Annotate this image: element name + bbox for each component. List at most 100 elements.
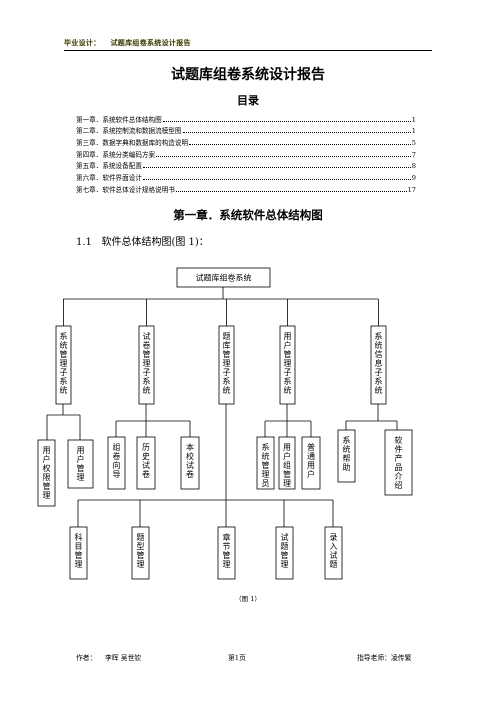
toc-entry-title: 第六章．软件界面设计 xyxy=(76,174,142,183)
svg-text:户: 户 xyxy=(284,340,292,350)
svg-text:用: 用 xyxy=(43,446,51,455)
svg-text:品: 品 xyxy=(395,463,403,472)
svg-text:科: 科 xyxy=(75,532,83,542)
svg-text:系: 系 xyxy=(375,331,383,341)
svg-text:向: 向 xyxy=(113,460,121,470)
header-title: 试题库组卷系统设计报告 xyxy=(110,38,191,47)
svg-text:产: 产 xyxy=(395,453,403,463)
svg-text:子: 子 xyxy=(284,368,292,377)
toc-heading: 目录 xyxy=(237,94,259,107)
svg-text:理: 理 xyxy=(137,560,145,569)
svg-text:子: 子 xyxy=(143,368,151,377)
document-title: 试题库组卷系统设计报告 xyxy=(171,67,325,83)
svg-text:管: 管 xyxy=(143,349,151,359)
svg-text:题: 题 xyxy=(330,560,338,569)
svg-text:通: 通 xyxy=(307,451,315,461)
toc-leader-dots xyxy=(142,167,411,169)
chapter-heading: 第一章．系统软件总体结构图 xyxy=(173,208,323,222)
svg-text:统: 统 xyxy=(60,340,68,350)
svg-text:历: 历 xyxy=(142,443,150,452)
svg-text:用: 用 xyxy=(77,446,85,455)
svg-text:理: 理 xyxy=(223,359,231,368)
svg-text:题: 题 xyxy=(281,542,289,551)
svg-text:统: 统 xyxy=(262,451,270,461)
svg-text:统: 统 xyxy=(343,444,351,454)
toc-entry-page: 1 xyxy=(411,115,416,124)
header-label: 毕业设计： xyxy=(64,38,101,47)
svg-text:系: 系 xyxy=(375,376,383,386)
figure-caption: （图 1） xyxy=(235,595,261,603)
svg-text:节: 节 xyxy=(223,542,231,551)
toc-leader-dots xyxy=(189,144,411,146)
svg-text:系: 系 xyxy=(143,376,151,386)
svg-text:管: 管 xyxy=(60,349,68,359)
toc-entry-title: 第七章．软件总体设计规格说明书 xyxy=(76,185,175,194)
svg-text:系: 系 xyxy=(60,331,68,341)
svg-text:管: 管 xyxy=(137,550,145,560)
svg-text:理: 理 xyxy=(77,473,85,482)
svg-text:用: 用 xyxy=(283,443,291,452)
svg-text:户: 户 xyxy=(283,451,291,461)
svg-text:理: 理 xyxy=(43,491,51,500)
svg-text:绍: 绍 xyxy=(395,480,403,490)
svg-text:用: 用 xyxy=(284,332,292,341)
svg-text:组: 组 xyxy=(113,442,121,452)
svg-text:题: 题 xyxy=(137,533,145,542)
svg-text:卷: 卷 xyxy=(113,451,121,461)
section-text: 软件总体结构图(图 1)： xyxy=(101,237,209,248)
svg-text:统: 统 xyxy=(375,385,383,395)
svg-text:普: 普 xyxy=(307,442,315,452)
svg-text:件: 件 xyxy=(395,444,403,454)
svg-text:本: 本 xyxy=(186,442,194,452)
svg-text:管: 管 xyxy=(223,349,231,359)
svg-text:试: 试 xyxy=(142,460,150,470)
svg-text:员: 员 xyxy=(262,479,270,488)
svg-text:统: 统 xyxy=(143,385,151,395)
svg-text:管: 管 xyxy=(262,460,270,470)
toc-leader-dots xyxy=(156,155,411,157)
toc-entry-page: 7 xyxy=(411,150,416,159)
svg-text:管: 管 xyxy=(281,550,289,560)
svg-text:统: 统 xyxy=(284,385,292,395)
svg-text:录: 录 xyxy=(330,533,338,542)
svg-text:系: 系 xyxy=(60,376,68,386)
svg-text:卷: 卷 xyxy=(142,469,150,479)
toc-entry-page: 1 xyxy=(411,127,416,136)
svg-text:子: 子 xyxy=(60,368,68,377)
svg-text:理: 理 xyxy=(223,560,231,569)
svg-text:管: 管 xyxy=(283,469,291,479)
svg-text:库: 库 xyxy=(223,340,231,350)
header-rule xyxy=(64,50,432,51)
toc-leader-dots xyxy=(162,120,411,122)
svg-text:组: 组 xyxy=(283,460,291,470)
svg-text:系: 系 xyxy=(223,376,231,386)
svg-text:试: 试 xyxy=(186,460,194,470)
svg-text:管: 管 xyxy=(77,463,85,473)
svg-text:章: 章 xyxy=(223,532,231,542)
svg-text:理: 理 xyxy=(143,359,151,368)
svg-text:系: 系 xyxy=(284,376,292,386)
svg-text:息: 息 xyxy=(375,358,383,368)
root-node: 试题库组卷系统 xyxy=(176,267,271,288)
svg-text:系: 系 xyxy=(262,442,270,452)
svg-text:导: 导 xyxy=(113,470,121,479)
